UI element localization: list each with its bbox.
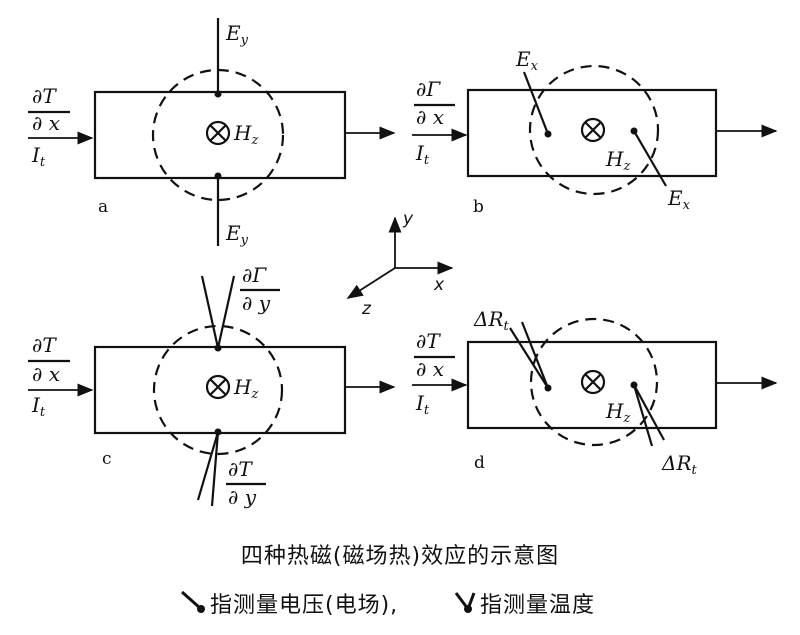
dtdx-numerator: ∂T (32, 84, 57, 108)
field-label: Hz (605, 147, 630, 174)
probe-dot-right (630, 127, 638, 135)
current-label: It (31, 393, 46, 420)
top-probe-label: Ey (225, 21, 249, 48)
legend-temperature-text: 指测量温度 (480, 593, 595, 618)
dtdx-denominator: ∂ x (416, 357, 444, 381)
temperature-probe-left (509, 321, 552, 392)
top-probe-label: Ex (515, 47, 539, 74)
top-probe-label: ΔRt (473, 307, 510, 334)
dtdx-numerator: ∂T (32, 333, 57, 357)
panel-d: ∂T ∂ x It Hz ΔRt ΔRt d (412, 307, 778, 478)
dtdx-denominator: ∂ x (32, 362, 60, 386)
field-region-circle (152, 324, 284, 456)
field-into-page-icon (205, 120, 231, 146)
field-label: Hz (605, 399, 630, 426)
current-label: It (415, 141, 430, 168)
panel-b: ∂Γ ∂ x It Hz Ex Ex b (412, 47, 778, 217)
coordinate-axes: y x z (346, 209, 454, 319)
probe-line-right (633, 130, 667, 187)
voltage-probe-legend-icon (181, 590, 205, 613)
sample-bar (466, 340, 718, 430)
probe-line-left (522, 71, 550, 135)
bottom-label-numerator: ∂T (228, 457, 253, 481)
panel-letter: a (98, 197, 108, 217)
dtdx-numerator: ∂Γ (416, 77, 441, 101)
bottom-probe-label: Ex (667, 186, 691, 213)
probe-dot-bottom (214, 172, 222, 180)
y-axis-label: y (402, 209, 414, 229)
field-into-page-icon (580, 117, 606, 143)
bottom-probe-label: Ey (225, 221, 249, 248)
dtdx-denominator: ∂ x (32, 111, 60, 135)
bottom-probe-label: ΔRt (661, 451, 698, 478)
probe-dot-top (214, 90, 222, 98)
bottom-label-denominator: ∂ y (228, 485, 257, 509)
caption: 四种热磁(磁场热)效应的示意图 指测量电压(电场), 指测量温度 (181, 544, 595, 618)
x-axis-label: x (433, 275, 445, 295)
current-label: It (31, 143, 46, 170)
z-axis-label: z (361, 299, 372, 319)
panel-c: ∂T ∂ x It Hz ∂Γ ∂ y ∂T ∂ y c (28, 263, 396, 509)
field-label: Hz (233, 375, 258, 402)
panel-letter: c (102, 449, 112, 469)
top-label-denominator: ∂ y (242, 291, 271, 315)
field-into-page-icon (580, 369, 606, 395)
panel-letter: b (473, 197, 484, 217)
field-region-circle (151, 68, 285, 202)
panel-letter: d (474, 453, 485, 473)
panel-a: ∂T ∂ x It Hz Ey Ey a (28, 18, 396, 248)
dtdx-numerator: ∂T (416, 329, 441, 353)
sample-bar (466, 88, 718, 178)
current-label: It (415, 391, 430, 418)
temperature-probe-legend-icon (454, 592, 476, 613)
temperature-probe-right (630, 381, 665, 447)
temperature-probe-bottom (196, 428, 222, 507)
field-into-page-icon (205, 374, 231, 400)
legend-voltage-text: 指测量电压(电场), (210, 593, 398, 618)
field-region-circle (528, 64, 660, 196)
field-region-circle (529, 317, 659, 447)
caption-title: 四种热磁(磁场热)效应的示意图 (241, 544, 559, 569)
probe-dot-left (544, 130, 552, 138)
field-label: Hz (233, 121, 258, 148)
temperature-probe-top (200, 275, 236, 352)
top-label-numerator: ∂Γ (242, 263, 267, 287)
dtdx-denominator: ∂ x (416, 105, 444, 129)
z-axis-arrow (346, 267, 396, 299)
